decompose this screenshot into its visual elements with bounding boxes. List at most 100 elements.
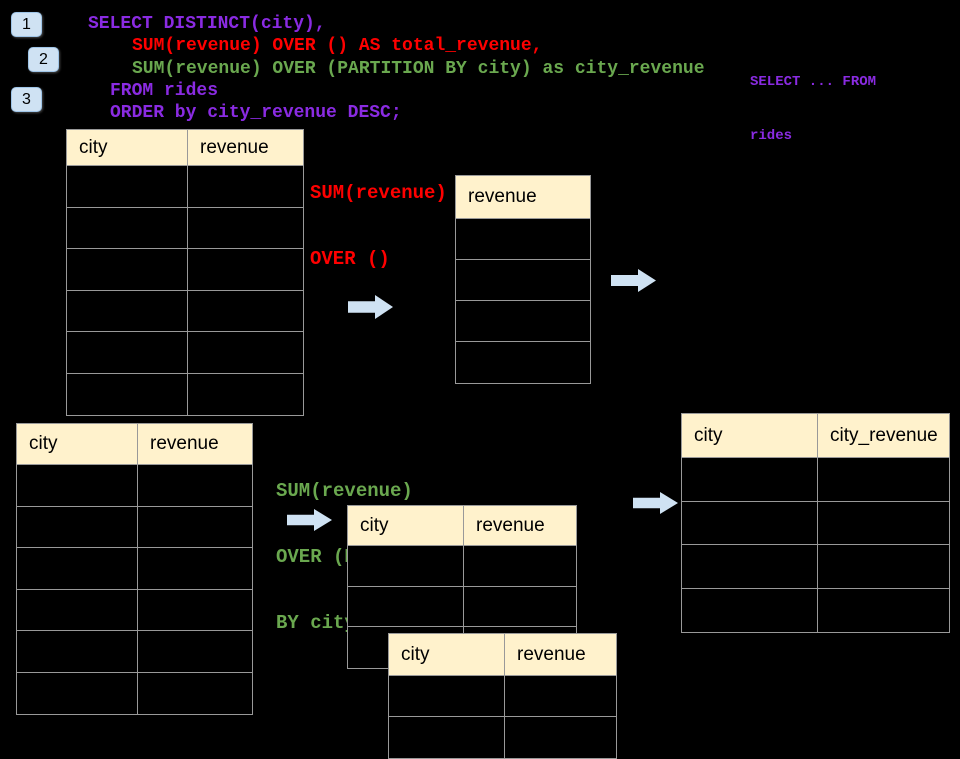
table-empty-row <box>67 290 303 332</box>
table-empty-cell <box>17 548 137 589</box>
table-empty-row <box>17 506 252 548</box>
table-empty-row <box>682 545 949 589</box>
table-empty-cell <box>67 291 187 332</box>
table-empty-cell <box>348 587 463 627</box>
table-empty-cell <box>504 676 616 716</box>
table-header-row: revenue <box>456 176 590 219</box>
column-header-revenue: revenue <box>187 130 303 165</box>
column-header-city-revenue: city_revenue <box>817 414 949 457</box>
column-header-city: city <box>360 514 389 536</box>
table-empty-cell <box>67 249 187 290</box>
table-empty-cell <box>187 249 303 290</box>
table-empty-cell <box>817 545 949 588</box>
total-revenue-note-line1: SUM(revenue) <box>310 182 447 204</box>
table-empty-row <box>682 588 949 633</box>
table-rides-source-bottom: city revenue <box>16 423 253 715</box>
table-empty-cell <box>456 301 590 341</box>
sql-line-from: FROM rides <box>110 81 219 101</box>
table-empty-cell <box>456 219 590 259</box>
table-empty-row <box>348 546 576 587</box>
sql-line-partition: SUM(revenue) OVER (PARTITION BY city) as… <box>132 59 705 79</box>
table-empty-cell <box>348 546 463 586</box>
table-empty-row <box>17 631 252 673</box>
table-empty-row <box>682 458 949 502</box>
column-header-revenue: revenue <box>504 634 616 675</box>
table-rides-source-top: city revenue <box>66 129 304 416</box>
table-empty-cell <box>187 166 303 207</box>
table-empty-row <box>17 548 252 590</box>
table-empty-cell <box>682 589 817 633</box>
table-empty-cell <box>389 717 504 758</box>
table-empty-cell <box>817 501 949 544</box>
total-revenue-note: SUM(revenue) OVER () <box>310 138 447 292</box>
table-header-row: city revenue <box>17 424 252 465</box>
partition-note-line1: SUM(revenue) <box>276 480 413 502</box>
table-empty-row <box>682 501 949 545</box>
sql-line-select: SELECT DISTINCT(city), <box>88 14 326 34</box>
table-empty-cell <box>137 465 252 506</box>
table-empty-row <box>456 342 590 383</box>
table-empty-cell <box>504 717 616 758</box>
table-empty-row <box>67 166 303 208</box>
table-empty-cell <box>17 673 137 715</box>
from-rides-note-line1: SELECT ... FROM <box>750 74 877 90</box>
from-rides-note-line2: rides <box>750 128 793 144</box>
table-empty-cell <box>187 207 303 248</box>
table-header-row: city revenue <box>67 130 303 166</box>
table-body <box>456 219 590 383</box>
sql-line-total-revenue: SUM(revenue) OVER () AS total_revenue, <box>132 36 543 56</box>
table-partition-front: city revenue <box>388 633 617 759</box>
column-header-city: city <box>79 136 108 158</box>
arrow-right-icon <box>611 269 656 292</box>
arrow-right-icon <box>348 295 393 319</box>
table-empty-cell <box>137 589 252 630</box>
table-empty-row <box>348 586 576 628</box>
arrow-right-icon <box>633 492 678 514</box>
table-body <box>17 465 252 714</box>
table-empty-cell <box>456 342 590 383</box>
table-empty-cell <box>67 374 187 416</box>
table-city-revenue-result: city city_revenue <box>681 413 950 633</box>
table-header-row: city revenue <box>348 506 576 546</box>
table-empty-cell <box>137 672 252 714</box>
table-empty-cell <box>187 373 303 415</box>
table-empty-cell <box>17 631 137 672</box>
table-body <box>682 458 949 632</box>
table-empty-row <box>67 207 303 249</box>
total-revenue-note-line2: OVER () <box>310 248 390 270</box>
table-empty-row <box>456 219 590 260</box>
table-empty-cell <box>67 208 187 249</box>
table-empty-cell <box>187 290 303 331</box>
table-empty-row <box>67 249 303 291</box>
table-empty-row <box>456 260 590 301</box>
table-empty-cell <box>463 586 576 627</box>
table-empty-cell <box>187 332 303 373</box>
table-empty-row <box>17 589 252 631</box>
table-empty-cell <box>137 631 252 672</box>
table-body <box>67 166 303 415</box>
column-header-revenue: revenue <box>463 506 576 545</box>
table-empty-cell <box>17 590 137 631</box>
from-rides-note: SELECT ... FROM rides <box>750 37 876 163</box>
column-header-city: city <box>401 643 430 665</box>
table-total-revenue: revenue <box>455 175 591 384</box>
table-empty-cell <box>389 676 504 716</box>
table-empty-cell <box>682 502 817 545</box>
table-empty-cell <box>817 588 949 632</box>
table-empty-cell <box>137 506 252 547</box>
column-header-city: city <box>694 424 723 446</box>
table-empty-row <box>389 676 616 717</box>
table-empty-cell <box>17 507 137 548</box>
table-empty-row <box>389 717 616 758</box>
table-empty-row <box>67 373 303 416</box>
table-empty-row <box>456 301 590 342</box>
column-header-city: city <box>29 433 58 454</box>
table-empty-row <box>17 672 252 715</box>
table-empty-cell <box>67 166 187 207</box>
table-empty-cell <box>67 332 187 373</box>
table-empty-cell <box>456 260 590 300</box>
table-empty-cell <box>137 548 252 589</box>
table-empty-row <box>67 332 303 374</box>
table-empty-cell <box>463 546 576 586</box>
step-badge-2: 2 <box>28 47 59 72</box>
